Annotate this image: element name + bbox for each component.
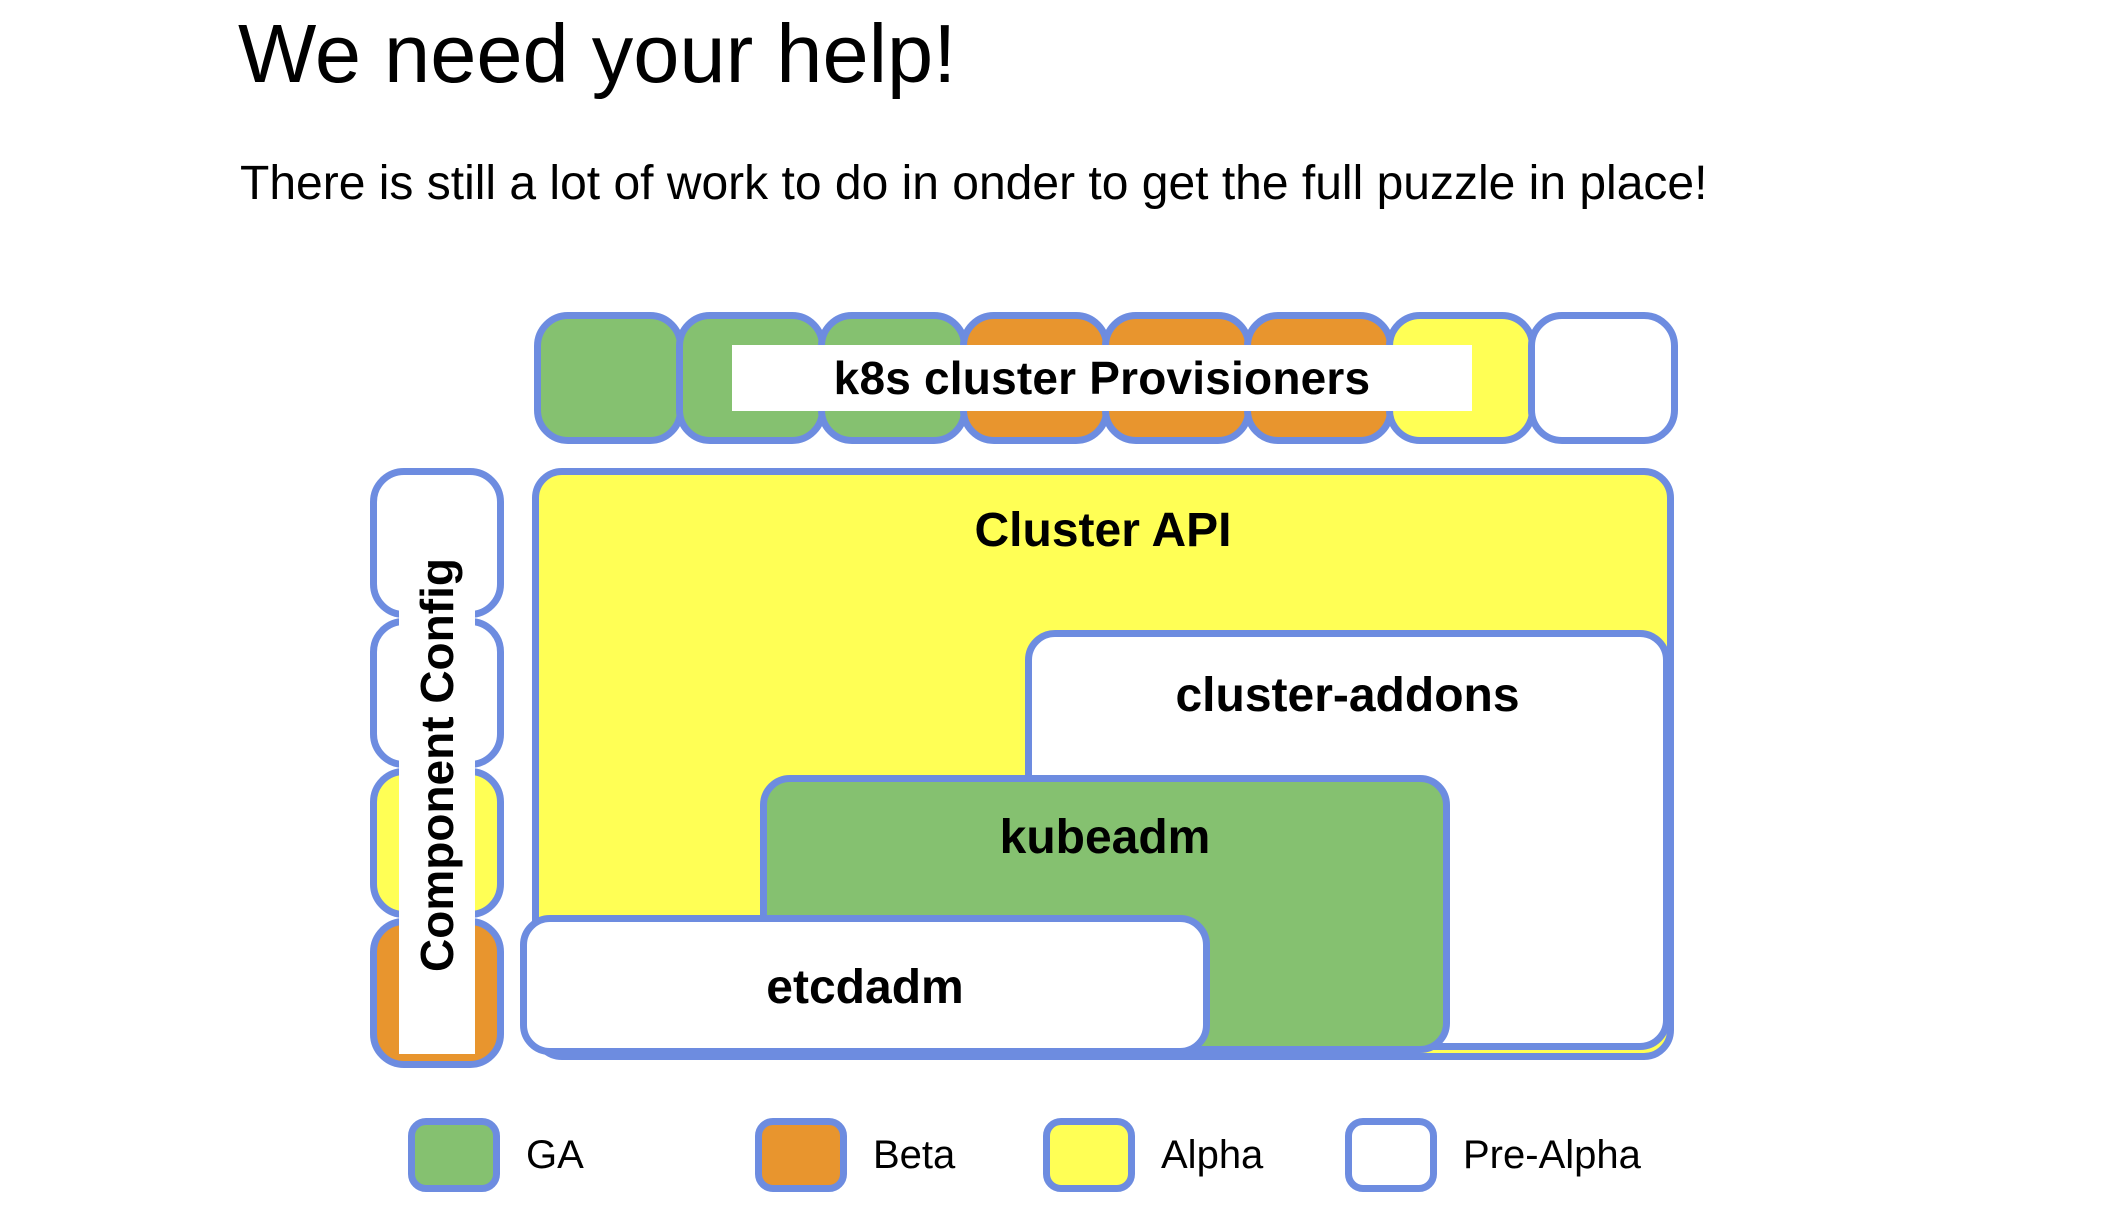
legend-item-prealpha: Pre-Alpha [1345,1118,1641,1192]
legend-item-alpha: Alpha [1043,1118,1263,1192]
component-config-label: Component Config [399,476,475,1054]
legend-label-ga: GA [526,1132,584,1177]
legend-item-ga: GA [408,1118,584,1192]
puzzle-label-etcdadm: etcdadm [520,960,1210,1015]
legend-swatch-ga [408,1118,500,1192]
provisioner-box-1-ga[interactable] [534,312,684,444]
page-title: We need your help! [238,7,957,100]
provisioner-row-label: k8s cluster Provisioners [732,345,1472,411]
puzzle-label-cluster-api: Cluster API [974,504,1232,557]
legend-item-beta: Beta [755,1118,955,1192]
puzzle-box-etcdadm[interactable] [520,915,1210,1055]
puzzle-label-cluster-addons: cluster-addons [1175,669,1520,722]
provisioner-box-8-prealpha[interactable] [1528,312,1678,444]
component-config-label-text: Component Config [411,558,464,972]
puzzle-label-kubeadm: kubeadm [999,811,1211,864]
legend-swatch-beta [755,1118,847,1192]
maturity-legend: GA Beta Alpha Pre-Alpha [0,1118,2126,1208]
legend-label-alpha: Alpha [1161,1132,1264,1177]
legend-swatch-alpha [1043,1118,1135,1192]
page-subtitle: There is still a lot of work to do in on… [240,157,1708,210]
legend-label-prealpha: Pre-Alpha [1463,1132,1641,1177]
puzzle-label-etcdadm-text: etcdadm [766,961,964,1014]
legend-swatch-prealpha [1345,1118,1437,1192]
legend-label-beta: Beta [873,1132,956,1177]
